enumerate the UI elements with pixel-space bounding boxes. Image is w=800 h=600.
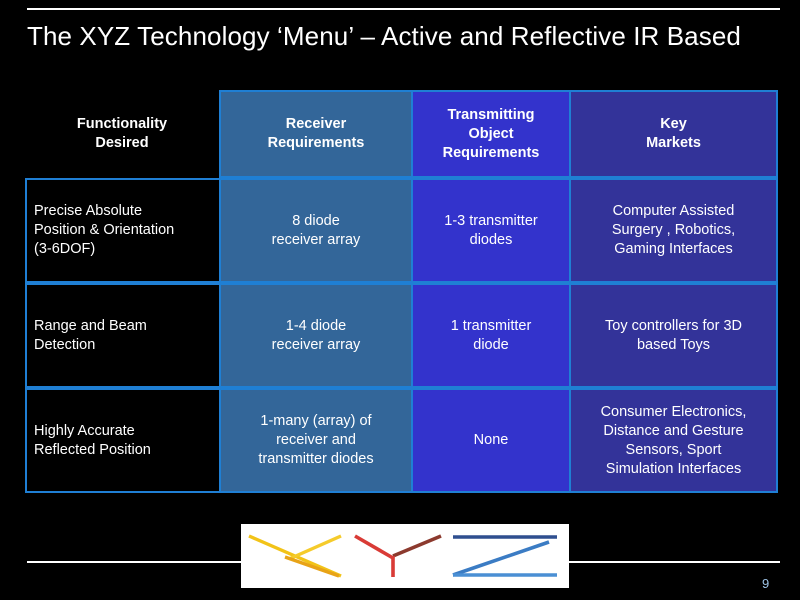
cell-transmitting: None (412, 388, 570, 493)
cell-functionality: Precise Absolute Position & Orientation … (25, 178, 219, 283)
cell-transmitting: 1 transmitter diode (412, 283, 570, 388)
bottom-divider-rule-left (27, 561, 241, 563)
logo-y-stroke-right (392, 534, 442, 558)
xyz-logo (241, 524, 569, 588)
xyz-logo-graphic (248, 534, 557, 578)
header-functionality-desired: Functionality Desired (25, 90, 219, 178)
cell-receiver: 8 diode receiver array (219, 178, 412, 283)
logo-x-stroke-b (288, 534, 342, 561)
cell-markets: Toy controllers for 3D based Toys (570, 283, 778, 388)
logo-y-stroke-left (354, 534, 394, 560)
top-divider-rule (27, 8, 780, 10)
header-transmitting-object-requirements: Transmitting Object Requirements (412, 90, 570, 178)
table-row: Precise Absolute Position & Orientation … (25, 178, 778, 283)
logo-z-stroke-diagonal (452, 540, 550, 577)
header-receiver-requirements: Receiver Requirements (219, 90, 412, 178)
cell-receiver: 1-many (array) of receiver and transmitt… (219, 388, 412, 493)
cell-receiver: 1-4 diode receiver array (219, 283, 412, 388)
logo-x-stroke-c (284, 555, 340, 578)
page-title: The XYZ Technology ‘Menu’ – Active and R… (27, 21, 741, 51)
table-row: Highly Accurate Reflected Position 1-man… (25, 388, 778, 493)
table-row: Range and Beam Detection 1-4 diode recei… (25, 283, 778, 388)
cell-markets: Consumer Electronics, Distance and Gestu… (570, 388, 778, 493)
page-number: 9 (762, 576, 770, 591)
table-header-row: Functionality Desired Receiver Requireme… (25, 90, 778, 178)
header-key-markets: Key Markets (570, 90, 778, 178)
cell-functionality: Highly Accurate Reflected Position (25, 388, 219, 493)
technology-menu-table: Functionality Desired Receiver Requireme… (25, 90, 778, 493)
bottom-divider-rule-right (569, 561, 780, 563)
cell-markets: Computer Assisted Surgery , Robotics, Ga… (570, 178, 778, 283)
cell-functionality: Range and Beam Detection (25, 283, 219, 388)
cell-transmitting: 1-3 transmitter diodes (412, 178, 570, 283)
